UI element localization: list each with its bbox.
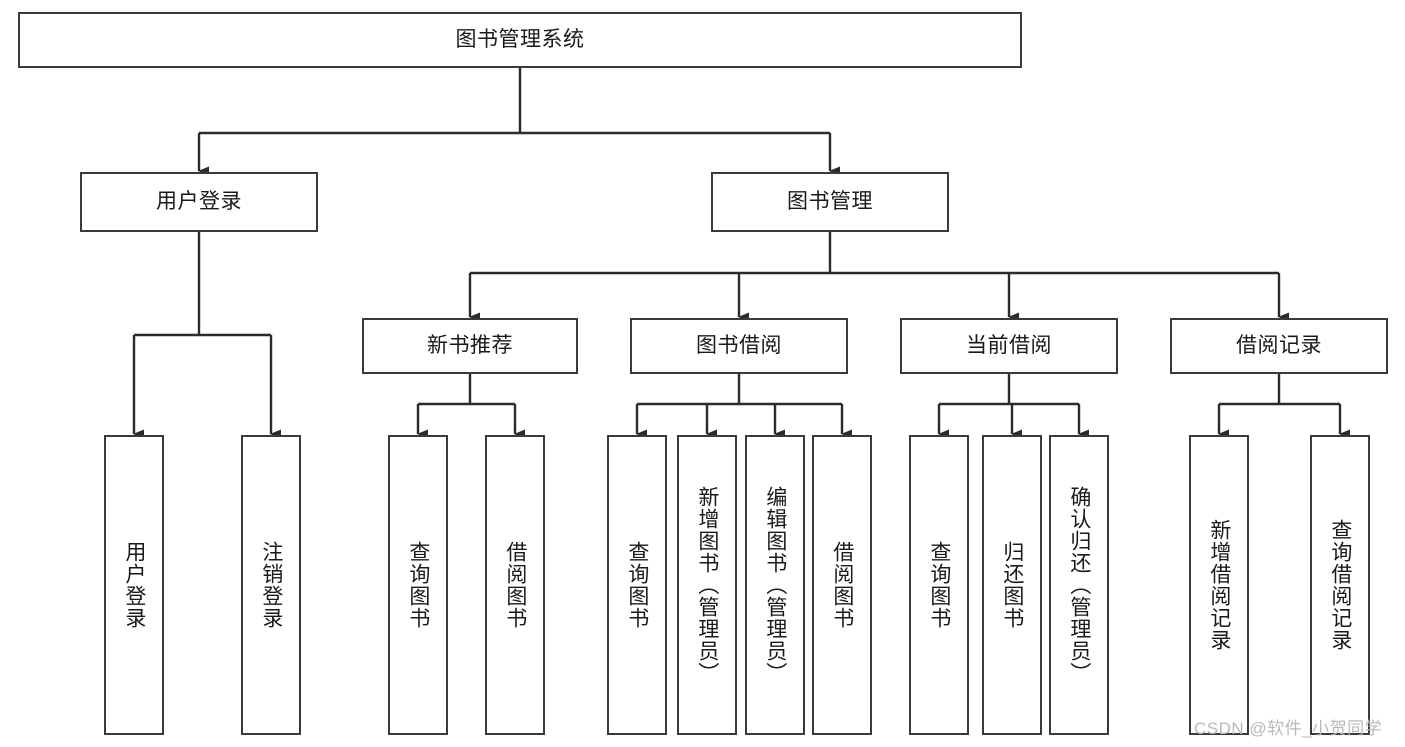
node-label: 注销登录 — [259, 541, 283, 629]
node-leaf-cur-return[interactable]: 归还图书 — [982, 435, 1042, 735]
node-label: 图书借阅 — [696, 334, 782, 358]
node-leaf-bo-add[interactable]: 新增图书（管理员） — [677, 435, 737, 735]
node-root[interactable]: 图书管理系统 — [18, 12, 1022, 68]
node-l3-current[interactable]: 当前借阅 — [900, 318, 1118, 374]
node-label: 归还图书 — [1000, 541, 1024, 629]
node-label: 查询图书 — [927, 541, 951, 629]
node-leaf-bo-query[interactable]: 查询图书 — [607, 435, 667, 735]
node-leaf-rec-query[interactable]: 查询借阅记录 — [1310, 435, 1370, 735]
node-label: 借阅记录 — [1236, 334, 1322, 358]
node-l3-borrow[interactable]: 图书借阅 — [630, 318, 848, 374]
node-leaf-cur-query[interactable]: 查询图书 — [909, 435, 969, 735]
node-label: 查询图书 — [406, 541, 430, 629]
node-leaf-new-borrow[interactable]: 借阅图书 — [485, 435, 545, 735]
node-label: 新书推荐 — [427, 334, 513, 358]
node-leaf-new-query[interactable]: 查询图书 — [388, 435, 448, 735]
node-leaf-user-login[interactable]: 用户登录 — [104, 435, 164, 735]
node-label: 确认归还（管理员） — [1067, 486, 1091, 684]
node-leaf-bo-edit[interactable]: 编辑图书（管理员） — [745, 435, 805, 735]
node-label: 借阅图书 — [503, 541, 527, 629]
node-label: 新增图书（管理员） — [695, 486, 719, 684]
node-l3-record[interactable]: 借阅记录 — [1170, 318, 1388, 374]
node-label: 查询借阅记录 — [1328, 519, 1352, 651]
node-label: 当前借阅 — [966, 334, 1052, 358]
node-label: 图书管理 — [787, 190, 873, 214]
node-leaf-bo-lend[interactable]: 借阅图书 — [812, 435, 872, 735]
node-leaf-user-logout[interactable]: 注销登录 — [241, 435, 301, 735]
node-l2-user[interactable]: 用户登录 — [80, 172, 318, 232]
node-label: 借阅图书 — [830, 541, 854, 629]
edge-paths — [132, 68, 1350, 439]
node-label: 用户登录 — [156, 190, 242, 214]
node-l3-new[interactable]: 新书推荐 — [362, 318, 578, 374]
node-label: 新增借阅记录 — [1207, 519, 1231, 651]
node-label: 查询图书 — [625, 541, 649, 629]
node-label: 图书管理系统 — [455, 28, 585, 52]
node-label: 编辑图书（管理员） — [763, 486, 787, 684]
node-l2-book[interactable]: 图书管理 — [711, 172, 949, 232]
node-label: 用户登录 — [122, 541, 146, 629]
node-leaf-cur-confirm[interactable]: 确认归还（管理员） — [1049, 435, 1109, 735]
node-leaf-rec-add[interactable]: 新增借阅记录 — [1189, 435, 1249, 735]
